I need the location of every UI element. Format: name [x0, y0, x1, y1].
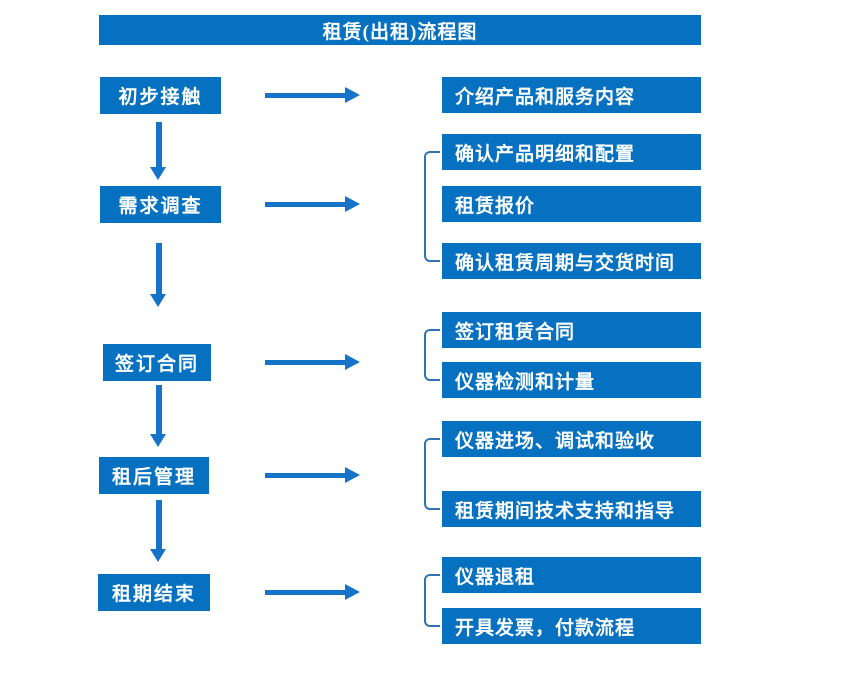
arrow-stem [155, 243, 162, 295]
step-demand-survey: 需求调查 [100, 186, 221, 223]
arrow-head-down-icon [150, 294, 166, 307]
arrow-right-3 [265, 354, 360, 370]
arrow-stem [155, 122, 162, 168]
arrow-down-1 [150, 122, 167, 180]
step-sign-contract: 签订合同 [103, 344, 211, 381]
detail-rental-quotation: 租赁报价 [442, 186, 701, 222]
arrow-stem [265, 201, 346, 207]
detail-instrument-return: 仪器退租 [442, 557, 701, 593]
arrow-right-2 [265, 196, 360, 212]
detail-sign-rental-contract: 签订租赁合同 [442, 312, 701, 348]
detail-instrument-setup-acceptance: 仪器进场、调试和验收 [442, 421, 701, 457]
arrow-stem [155, 385, 162, 435]
arrow-right-1 [265, 87, 360, 103]
detail-confirm-product-specs: 确认产品明细和配置 [442, 134, 701, 170]
arrow-head-right-icon [345, 196, 360, 212]
bracket-group-sign-contract [424, 329, 440, 381]
bracket-group-post-rental [424, 438, 440, 510]
arrow-right-5 [265, 584, 360, 600]
arrow-down-3 [150, 385, 167, 447]
bracket-group-demand-survey [424, 151, 440, 262]
step-initial-contact: 初步接触 [100, 77, 221, 114]
arrow-stem [155, 500, 162, 550]
arrow-stem [265, 359, 346, 365]
detail-instrument-testing-metering: 仪器检测和计量 [442, 362, 701, 398]
detail-rental-tech-support: 租赁期间技术支持和指导 [442, 491, 701, 527]
arrow-head-down-icon [150, 434, 166, 447]
detail-introduce-products-services: 介绍产品和服务内容 [442, 77, 701, 113]
arrow-head-right-icon [345, 584, 360, 600]
arrow-down-2 [150, 243, 167, 307]
arrow-stem [265, 589, 346, 595]
arrow-right-4 [265, 467, 360, 483]
arrow-head-down-icon [150, 167, 166, 180]
arrow-down-4 [150, 500, 167, 562]
detail-confirm-rental-period-delivery: 确认租赁周期与交货时间 [442, 243, 701, 279]
step-post-rental-management: 租后管理 [99, 457, 209, 494]
arrow-stem [265, 92, 346, 98]
arrow-head-right-icon [345, 87, 360, 103]
arrow-stem [265, 472, 346, 478]
step-rental-period-end: 租期结束 [98, 574, 210, 611]
arrow-head-down-icon [150, 549, 166, 562]
detail-invoice-payment-process: 开具发票，付款流程 [442, 608, 701, 644]
arrow-head-right-icon [345, 354, 360, 370]
arrow-head-right-icon [345, 467, 360, 483]
flowchart-title: 租赁(出租)流程图 [99, 15, 701, 45]
bracket-group-rental-end [424, 574, 440, 627]
